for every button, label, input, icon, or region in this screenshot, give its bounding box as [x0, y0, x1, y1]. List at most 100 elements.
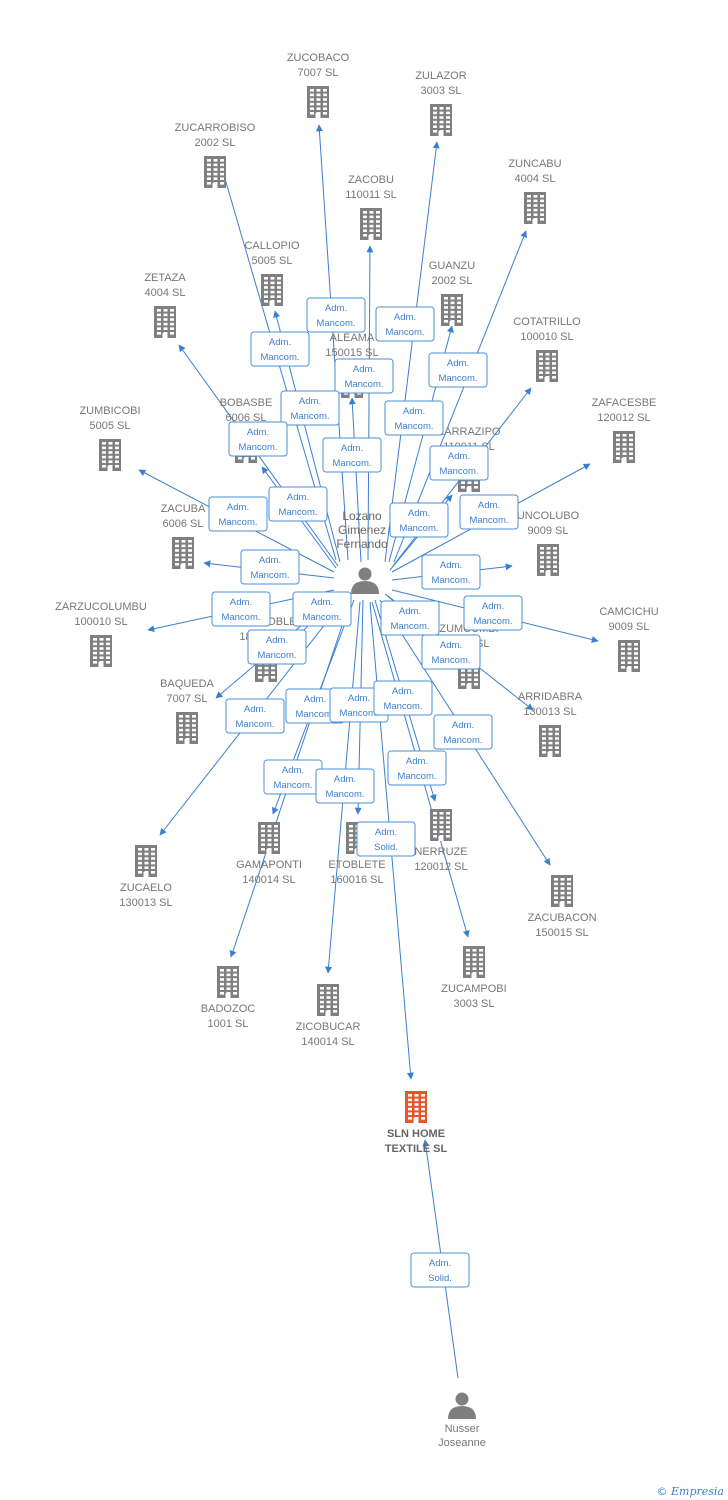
building-icon [537, 544, 559, 576]
company-name-line: CAMCICHU [599, 606, 658, 618]
company-name-line: 6006 SL [163, 518, 204, 530]
company-name-line: ZARZUCOLUMBU [55, 601, 147, 613]
edge-role-text: Mancom. [399, 523, 438, 534]
company-name-line: 100010 SL [520, 331, 573, 343]
edge-role-text: Adm. [440, 560, 462, 571]
edge-role-label: Adm.Mancom. [268, 486, 328, 522]
company-node[interactable]: CAMCICHU 9009 SL [599, 606, 659, 672]
building-icon [441, 294, 463, 326]
company-name-line: 4004 SL [145, 287, 186, 299]
company-name-line: TEXTILE SL [385, 1143, 448, 1155]
edge-role-text: Adm. [230, 597, 252, 608]
edge-role-text: Mancom. [431, 655, 470, 666]
edge-role-text: Adm. [406, 756, 428, 767]
edge-role-label: Adm. Mancom. [263, 759, 323, 795]
edge-role-text: Adm. [266, 635, 288, 646]
edge-role-text: Mancom. [439, 466, 478, 477]
edge-role-label: Adm.Mancom. [373, 680, 433, 716]
edge-p1-c0 [315, 124, 349, 561]
edge-role-label: Adm.Mancom. [433, 714, 493, 750]
edge-role-label: Adm.Mancom. [380, 600, 440, 636]
building-icon [613, 431, 635, 463]
building-icon [154, 306, 176, 338]
company-name-line: 120012 SL [597, 412, 650, 424]
company-name-line: ZICOBUCAR [296, 1021, 361, 1033]
edge-role-text: Adm. [447, 358, 469, 369]
edge-role-label: Adm.Mancom. [334, 358, 394, 394]
company-name-line: 9009 SL [609, 621, 650, 633]
edge-role-label: Adm.Mancom. [315, 768, 375, 804]
building-icon [317, 984, 339, 1016]
edge-role-label: Adm.Mancom. [421, 634, 481, 670]
edge-role-text: Mancom. [431, 575, 470, 586]
edge-role-label: Adm.Solid. [356, 821, 416, 857]
edge-role-text: Mancom. [397, 771, 436, 782]
edge-role-text: Mancom. [383, 701, 422, 712]
company-name-line: ZUCAELO [120, 882, 172, 894]
edge-role-label: Adm.Mancom. [384, 400, 444, 436]
edge-role-text: Adm. [299, 396, 321, 407]
edge-role-text: Mancom. [273, 780, 312, 791]
copyright-notice[interactable]: © Empresia [657, 1485, 725, 1498]
company-name-line: ZUMBICOBI [79, 405, 140, 417]
edge-role-text: Adm. [311, 597, 333, 608]
edge-role-text: Adm. [247, 427, 269, 438]
company-name-line: 140014 SL [242, 874, 295, 886]
company-name-line: ZUCARROBISO [175, 122, 256, 134]
edge-p1-c8 [348, 397, 362, 563]
edge-role-text: Mancom. [325, 789, 364, 800]
edge-role-label: Adm.Mancom. [463, 595, 523, 631]
company-name-line: ZACOBU [348, 174, 394, 186]
building-icon [307, 86, 329, 118]
company-name-line: 110011 SL [345, 189, 397, 201]
edge-role-text: Mancom. [473, 616, 512, 627]
company-name-line: BAQUEDA [160, 678, 214, 690]
building-icon [176, 712, 198, 744]
edge-role-text: Mancom. [235, 719, 274, 730]
edge-role-label: Adm.Mancom. [322, 437, 382, 473]
edge-role-text: Adm. [282, 765, 304, 776]
edge-role-text: Adm. [452, 720, 474, 731]
edge-role-text: Adm. [348, 693, 370, 704]
building-icon [463, 946, 485, 978]
edge-role-text: Mancom. [316, 318, 355, 329]
edge-role-text: Mancom. [385, 327, 424, 338]
edge-role-label: Adm. Mancom. [421, 554, 481, 590]
building-icon [172, 537, 194, 569]
company-node[interactable]: ZACOBU 110011 SL [345, 174, 397, 240]
company-name-line: ZACUBACON [527, 912, 596, 924]
brand-logo-text: Empresia [671, 1485, 724, 1498]
company-name-line: 150015 SL [535, 927, 588, 939]
company-name-line: 5005 SL [252, 255, 293, 267]
company-node[interactable]: ZACUBACON 150015 SL [527, 875, 597, 939]
company-name-line: 4004 SL [515, 173, 556, 185]
edge-role-text: Mancom. [290, 411, 329, 422]
edge-role-text: Adm. [478, 500, 500, 511]
edge-role-text: Mancom. [339, 708, 378, 719]
person-name-line: Nusser [445, 1423, 480, 1435]
